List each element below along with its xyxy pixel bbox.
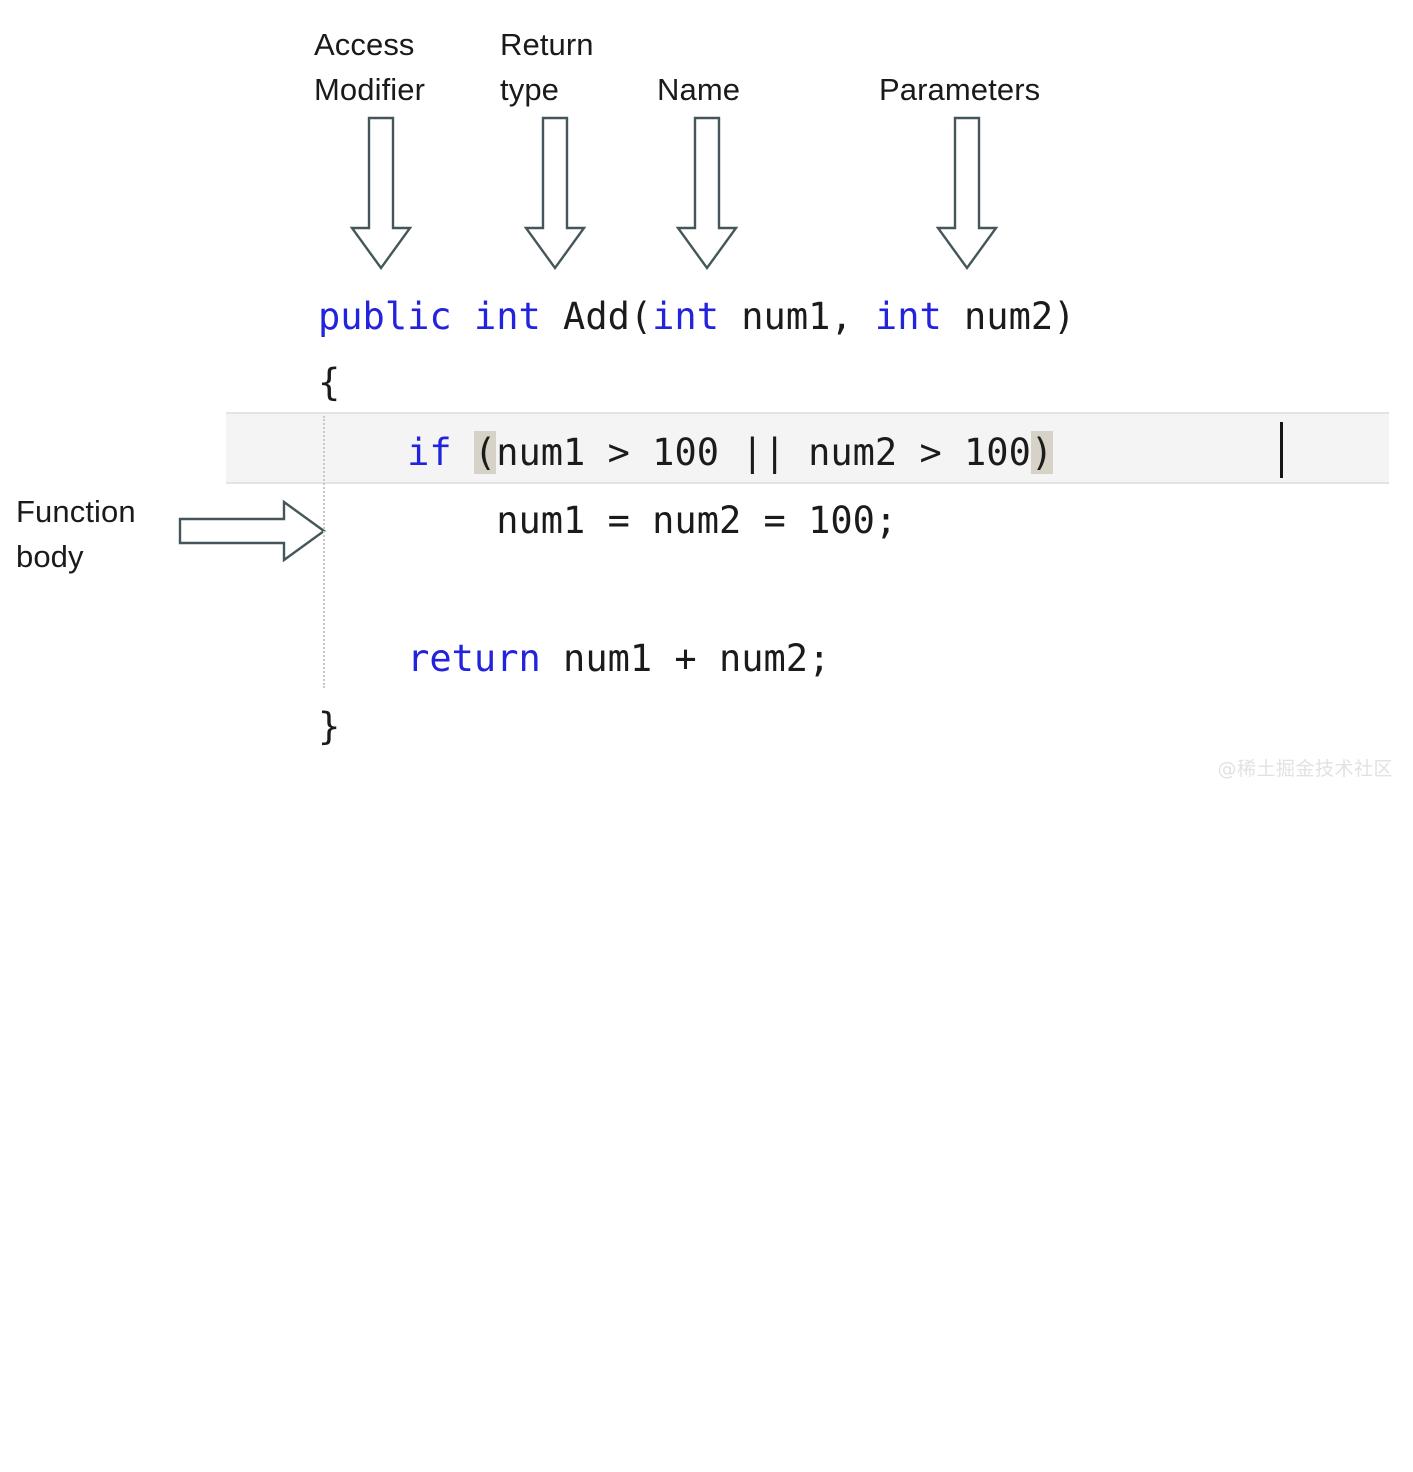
keyword-int-param2: int [874, 295, 942, 338]
matched-paren-close: ) [1030, 431, 1054, 474]
matched-paren-open: ( [473, 431, 497, 474]
space [719, 295, 741, 338]
space [452, 295, 474, 338]
right-arrow-icon-function-body [178, 499, 327, 563]
down-arrow-icon-name [675, 116, 739, 271]
code-line-open-brace[interactable]: { [318, 348, 340, 418]
code-line-close-brace[interactable]: } [318, 692, 340, 762]
keyword-if: if [407, 431, 452, 474]
keyword-return: return [407, 637, 541, 680]
code-line-assignment[interactable]: num1 = num2 = 100; [318, 486, 897, 556]
down-arrow-icon-parameters [935, 116, 999, 271]
open-brace: { [318, 361, 341, 404]
annotation-label-parameters: Parameters [879, 72, 1041, 107]
if-condition: num1 > 100 || num2 > 100 [496, 431, 1031, 474]
space [541, 295, 563, 338]
space [452, 431, 474, 474]
annotation-label-access-modifier: Access Modifier [314, 27, 426, 107]
assignment-statement: num1 = num2 = 100; [318, 499, 898, 542]
code-line-return[interactable]: return num1 + num2; [318, 624, 830, 694]
watermark: @稀土掘金技术社区 [1217, 758, 1393, 780]
keyword-int-return: int [473, 295, 541, 338]
down-arrow-icon-return-type [523, 116, 587, 271]
close-brace: } [318, 705, 341, 748]
keyword-int-param1: int [652, 295, 719, 338]
code-line-if-statement[interactable]: if (num1 > 100 || num2 > 100) [318, 418, 1054, 488]
code-line-signature[interactable]: public int Add(int num1, int num2) [318, 282, 1075, 352]
down-arrow-icon-access-modifier [349, 116, 413, 271]
parameter-num1: num1, [741, 295, 875, 338]
method-name-and-open-paren: Add( [563, 295, 653, 338]
annotation-label-function-body: Function body [16, 494, 136, 574]
annotation-label-name: Name [657, 72, 741, 107]
code-editor-area[interactable]: public int Add(int num1, int num2) { if … [0, 282, 1413, 782]
text-caret [1280, 422, 1283, 478]
return-expression: num1 + num2; [540, 637, 831, 680]
space [942, 295, 964, 338]
indent [318, 431, 407, 474]
keyword-public: public [318, 295, 452, 338]
current-line-highlight [226, 412, 1389, 484]
indent [318, 637, 407, 680]
annotation-label-return-type: Return type [500, 27, 594, 107]
indent-guide-line [323, 416, 325, 688]
parameter-num2: num2) [964, 295, 1076, 338]
